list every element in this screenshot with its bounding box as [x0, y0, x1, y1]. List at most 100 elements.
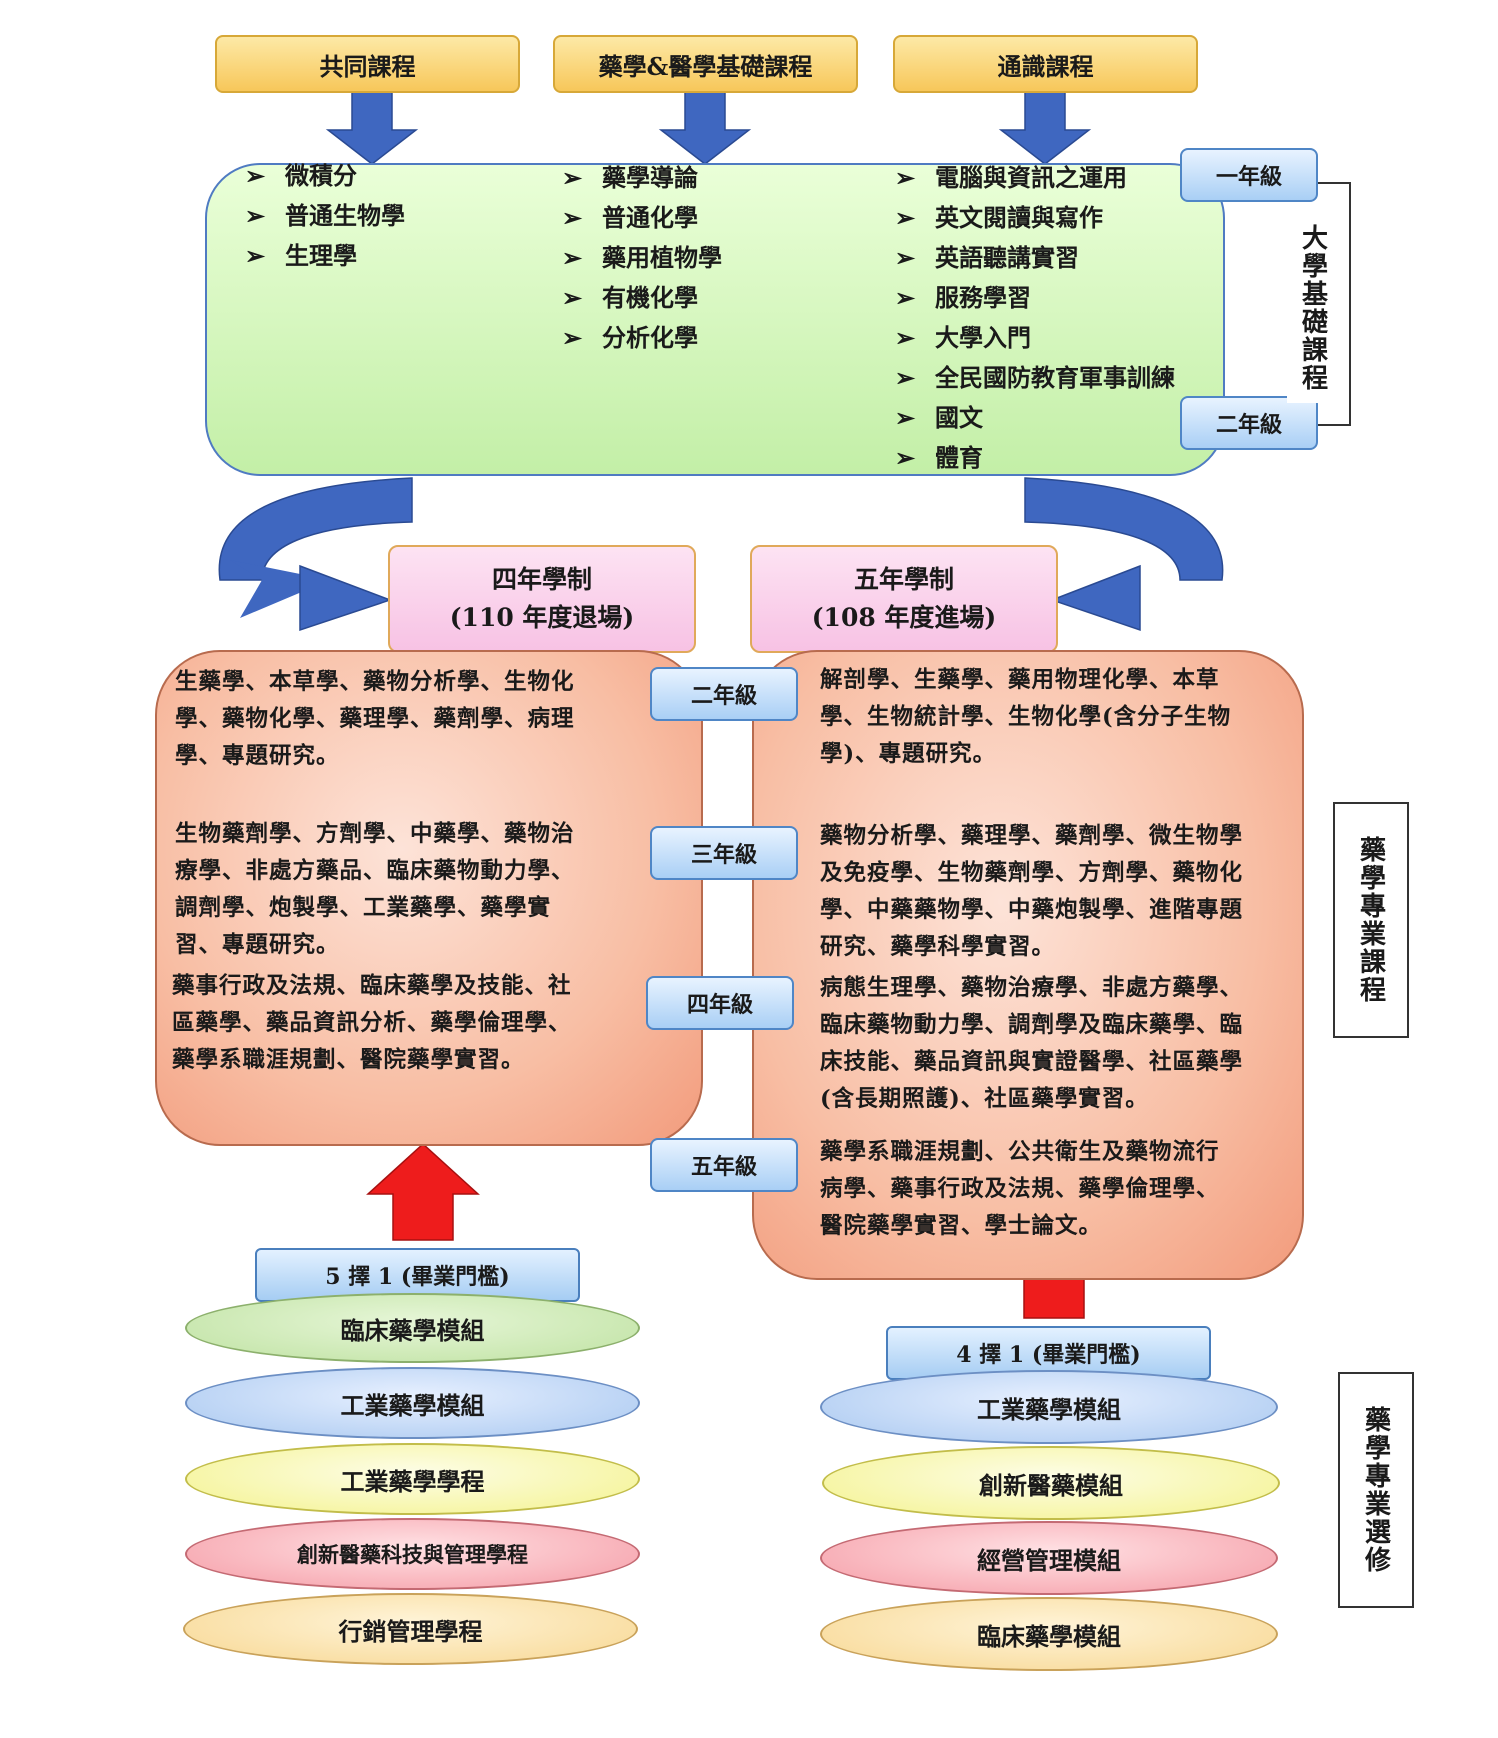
four-year-program-title: 四年學制	[491, 565, 592, 594]
course-name: 普通化學	[602, 203, 698, 232]
four-year-grade3-courses: 生物藥劑學、方劑學、中藥學、藥物治 療學、非處方藥品、臨床藥物動力學、 調劑學、…	[175, 816, 695, 964]
foundation-side-label-text: 大學基礎課程	[1297, 224, 1328, 392]
foundation-column-2: ➢藥學導論 ➢ 普通化學 ➢藥用植物學 ➢ 有機化學 ➢分析化學	[562, 158, 722, 358]
course-name: 國文	[935, 403, 983, 432]
course-line: 學)、專題研究。	[820, 741, 997, 767]
five-year-grade3-courses: 藥物分析學、藥理學、藥劑學、微生物學 及免疫學、生物藥劑學、方劑學、藥物化 學、…	[820, 818, 1300, 966]
bullet-marker: ➢	[562, 203, 583, 232]
course-line: 解剖學、生藥學、藥用物理化學、本草	[820, 667, 1220, 693]
right-module-option: 臨床藥學模組	[820, 1597, 1278, 1671]
list-item: ➢ 英語聽講實習	[895, 238, 1175, 278]
five-year-grade4-courses: 病態生理學、藥物治療學、非處方藥學、 臨床藥物動力學、調劑學及臨床藥學、臨 床技…	[820, 970, 1300, 1118]
course-line: 習、專題研究。	[175, 932, 340, 958]
list-item: ➢藥學導論	[562, 158, 722, 198]
module-name: 臨床藥學模組	[340, 1315, 485, 1345]
right-module-option: 工業藥學模組	[820, 1370, 1278, 1444]
course-name: 體育	[935, 443, 983, 472]
module-name: 行銷管理學程	[338, 1616, 483, 1646]
list-item: ➢分析化學	[562, 318, 722, 358]
list-item: ➢ 普通生物學	[245, 196, 405, 236]
course-name: 英語聽講實習	[935, 243, 1079, 272]
bullet-marker: ➢	[895, 363, 916, 392]
course-name: 分析化學	[602, 323, 698, 352]
header-pharmacy-medical-basics-label: 藥學&醫學基礎課程	[598, 51, 813, 81]
course-name: 普通生物學	[285, 201, 405, 230]
module-name: 工業藥學模組	[340, 1390, 485, 1420]
four-year-program-box: 四年學制 (110 年度退場)	[388, 545, 696, 653]
course-name: 全民國防教育軍事訓練	[935, 363, 1175, 392]
left-module-option: 行銷管理學程	[183, 1593, 638, 1665]
course-name: 微積分	[285, 161, 357, 190]
curved-arrow-left-head	[230, 560, 330, 618]
course-name: 有機化學	[602, 283, 698, 312]
course-line: 藥學系職涯規劃、公共衛生及藥物流行	[820, 1139, 1220, 1165]
module-name: 創新醫藥模組	[979, 1470, 1123, 1500]
right-module-option: 經營管理模組	[820, 1521, 1278, 1595]
bullet-marker: ➢	[895, 243, 916, 272]
curved-arrow-right-head2	[1049, 564, 1141, 632]
middle-grade-3-badge: 三年級	[650, 826, 798, 880]
middle-grade-4-badge: 四年級	[646, 976, 794, 1030]
middle-grade-4-label: 四年級	[686, 992, 753, 1018]
course-line: 藥事行政及法規、臨床藥學及技能、社	[172, 973, 572, 999]
list-item: ➢電腦與資訊之運用	[895, 158, 1175, 198]
curved-arrow-left	[218, 477, 413, 581]
grade-2-badge: 二年級	[1180, 396, 1318, 450]
course-line: 臨床藥物動力學、調劑學及臨床藥學、臨	[820, 1012, 1244, 1038]
bullet-marker: ➢	[245, 161, 266, 190]
middle-grade-5-badge: 五年級	[650, 1138, 798, 1192]
bracket-foundation	[1310, 182, 1351, 426]
course-line: 區藥學、藥品資訊分析、藥學倫理學、	[172, 1010, 572, 1036]
header-common-courses-label: 共同課程	[319, 51, 416, 81]
grade-2-label: 二年級	[1215, 412, 1282, 438]
course-line: 生物藥劑學、方劑學、中藥學、藥物治	[175, 821, 575, 847]
right-module-option: 創新醫藥模組	[822, 1446, 1280, 1520]
bullet-marker: ➢	[245, 201, 266, 230]
left-module-option: 創新醫藥科技與管理學程	[185, 1518, 640, 1590]
list-item: ➢英文閱讀與寫作	[895, 198, 1175, 238]
list-item: ➢ 體育	[895, 438, 1175, 478]
four-year-courses-box	[155, 650, 703, 1146]
course-line: 學、藥物化學、藥理學、藥劑學、病理	[175, 706, 575, 732]
course-line: 病學、藥事行政及法規、藥學倫理學、	[820, 1176, 1220, 1202]
course-line: 藥物分析學、藥理學、藥劑學、微生物學	[820, 823, 1244, 849]
middle-grade-5-label: 五年級	[690, 1154, 757, 1180]
course-name: 英文閱讀與寫作	[935, 203, 1103, 232]
middle-grade-2-badge: 二年級	[650, 667, 798, 721]
module-name: 創新醫藥科技與管理學程	[297, 1542, 528, 1567]
middle-grade-2-label: 二年級	[690, 683, 757, 709]
course-line: 研究、藥學科學實習。	[820, 934, 1056, 960]
header-common-courses: 共同課程	[215, 35, 520, 93]
list-item: ➢ 普通化學	[562, 198, 722, 238]
curved-arrow-left-head2	[299, 564, 393, 632]
five-year-grade5-courses: 藥學系職涯規劃、公共衛生及藥物流行 病學、藥事行政及法規、藥學倫理學、 醫院藥學…	[820, 1134, 1300, 1245]
course-line: 及免疫學、生物藥劑學、方劑學、藥物化	[820, 860, 1244, 886]
foundation-box	[205, 163, 1225, 476]
course-line: 生藥學、本草學、藥物分析學、生物化	[175, 669, 575, 695]
foundation-column-1: ➢ 微積分 ➢ 普通生物學 ➢生理學	[245, 156, 405, 276]
course-name: 電腦與資訊之運用	[935, 163, 1127, 192]
course-line: 療學、非處方藥品、臨床藥物動力學、	[175, 858, 575, 884]
five-year-program-title: 五年學制	[853, 565, 954, 594]
list-item: ➢藥用植物學	[562, 238, 722, 278]
major-courses-side-label: 藥學專業課程	[1333, 802, 1409, 1038]
course-line: 藥學系職涯規劃、醫院藥學實習。	[172, 1047, 525, 1073]
four-year-program-note: (110 年度退場)	[449, 603, 635, 632]
left-module-option: 工業藥學學程	[185, 1443, 640, 1515]
list-item: ➢服務學習	[895, 278, 1175, 318]
course-line: 床技能、藥品資訊與實證醫學、社區藥學	[820, 1049, 1244, 1075]
grade-1-label: 一年級	[1215, 164, 1282, 190]
course-line: 病態生理學、藥物治療學、非處方藥學、	[820, 975, 1244, 1001]
module-name: 臨床藥學模組	[977, 1621, 1121, 1651]
foundation-column-3: ➢電腦與資訊之運用 ➢英文閱讀與寫作 ➢英語聽講實習 ➢服務學習 ➢大學入門 ➢…	[895, 158, 1175, 478]
bullet-marker: ➢	[562, 163, 583, 192]
five-year-program-box: 五年學制 (108 年度進場)	[750, 545, 1058, 653]
list-item: ➢生理學	[245, 236, 405, 276]
five-year-courses-box	[752, 650, 1304, 1280]
course-name: 服務學習	[935, 283, 1031, 312]
down-arrow-1	[325, 91, 419, 165]
header-pharmacy-medical-basics: 藥學&醫學基礎課程	[553, 35, 858, 93]
left-module-option: 臨床藥學模組	[185, 1293, 640, 1363]
four-year-grade2-courses: 生藥學、本草學、藥物分析學、生物化 學、藥物化學、藥理學、藥劑學、病理 學、專題…	[175, 664, 695, 775]
bullet-marker: ➢	[895, 443, 916, 472]
